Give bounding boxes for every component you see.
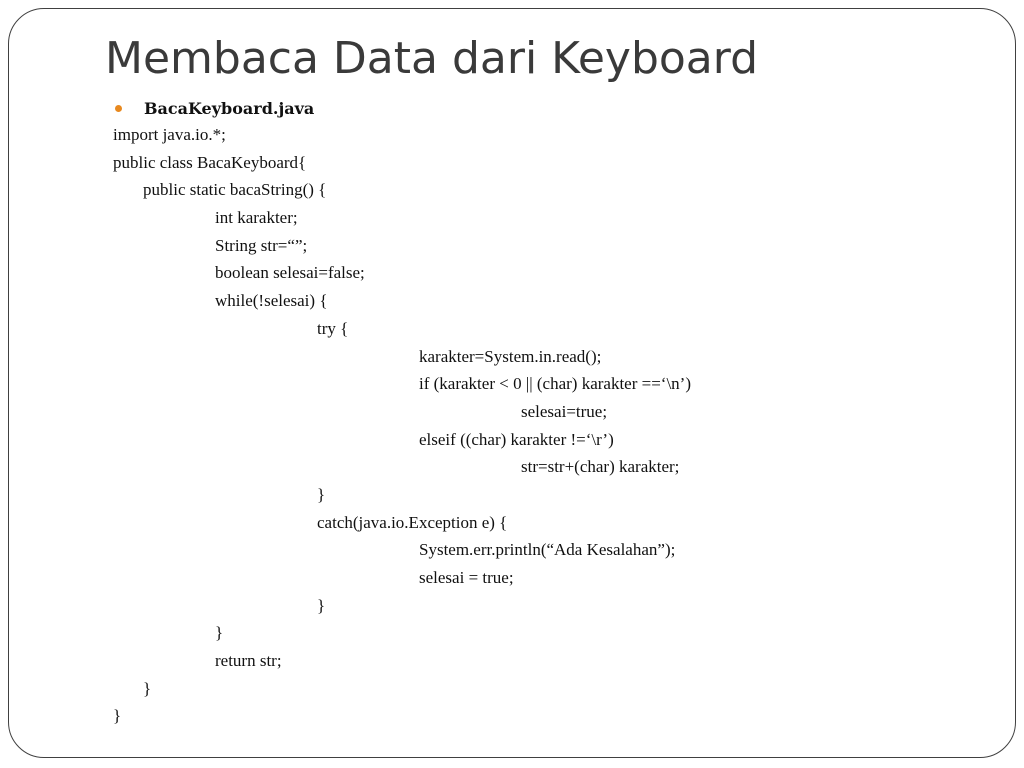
- code-line: return str;: [215, 651, 282, 671]
- code-line: public class BacaKeyboard{: [113, 152, 307, 172]
- code-line: catch(java.io.Exception e) {: [317, 512, 508, 532]
- bullet-file-name: BacaKeyboard.java: [144, 99, 315, 118]
- code-block: import java.io.*; public class BacaKeyboa…: [113, 121, 691, 730]
- code-line: import java.io.*;: [113, 125, 226, 144]
- code-line: if (karakter < 0 || (char) karakter ==‘\…: [419, 374, 692, 394]
- code-line: selesai=true;: [521, 401, 608, 421]
- code-line: try {: [317, 318, 349, 338]
- bullet-item: BacaKeyboard.java: [114, 95, 314, 122]
- code-line: selesai = true;: [419, 568, 514, 587]
- bullet-dot-icon: [115, 105, 122, 112]
- code-line: public static bacaString() {: [143, 180, 327, 200]
- code-line: }: [215, 623, 224, 643]
- code-line: }: [317, 484, 326, 504]
- slide-frame: [8, 8, 1016, 758]
- code-line: int karakter;: [215, 208, 298, 228]
- code-line: }: [113, 706, 122, 726]
- code-line: }: [143, 678, 152, 698]
- slide-title: Membaca Data dari Keyboard: [105, 33, 758, 84]
- code-line: while(!selesai) {: [215, 291, 328, 311]
- code-line: }: [317, 595, 326, 615]
- code-line: elseif ((char) karakter !=‘\r’): [419, 429, 614, 449]
- code-line: str=str+(char) karakter;: [521, 457, 680, 477]
- code-line: String str=“”;: [215, 235, 308, 255]
- code-line: karakter=System.in.read();: [419, 346, 602, 366]
- code-line: boolean selesai=false;: [215, 263, 365, 283]
- code-line: System.err.println(“Ada Kesalahan”);: [419, 540, 676, 560]
